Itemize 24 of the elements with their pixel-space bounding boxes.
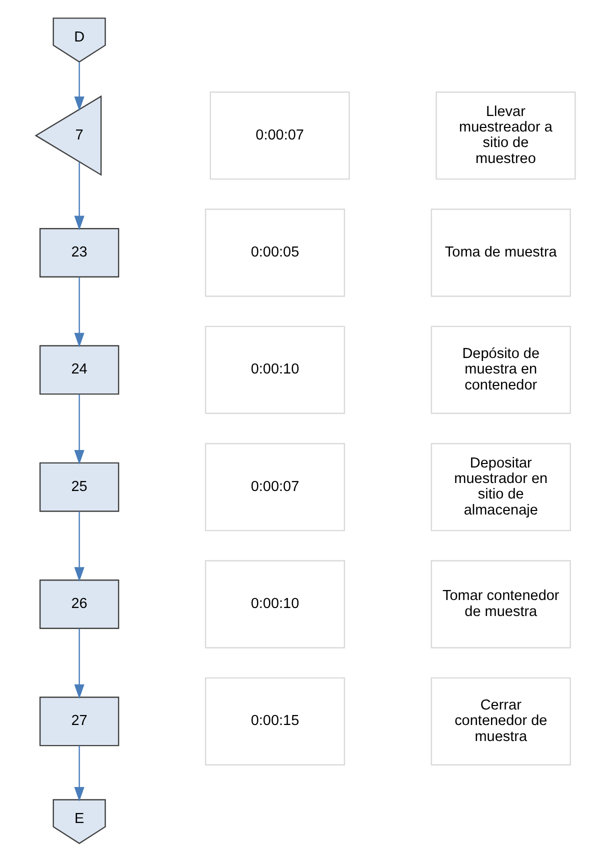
node-box: 26 (39, 580, 120, 630)
arrow (74, 628, 84, 699)
arrow (74, 62, 84, 111)
node-box: 23 (39, 228, 120, 278)
node-box: 27 (39, 696, 120, 746)
arrow (74, 746, 84, 802)
node-box: 0:00:07 (204, 443, 346, 532)
node-box: Tomar contenedor de muestra (430, 560, 571, 648)
arrow (74, 277, 84, 348)
node-box: Toma de muestra (430, 208, 571, 297)
node-box: 0:00:07 (210, 92, 350, 180)
node-box: Depósito de muestra en contenedor (430, 326, 571, 414)
node-box: Depositar muestrador en sitio de almacenaje (430, 443, 571, 532)
node-box: 0:00:10 (204, 560, 346, 648)
node-box: Llevar muestreador a sitio de muestreo (436, 92, 576, 180)
node-box: Cerrar contenedor de muestra (430, 677, 571, 766)
node-box: 0:00:05 (204, 208, 346, 297)
arrow (74, 394, 84, 465)
node-box: 24 (39, 345, 120, 395)
node-box: 25 (39, 462, 120, 512)
arrow (74, 162, 84, 230)
node-box: 0:00:10 (204, 326, 346, 414)
node-box: 0:00:15 (204, 677, 346, 766)
arrow (74, 512, 84, 582)
